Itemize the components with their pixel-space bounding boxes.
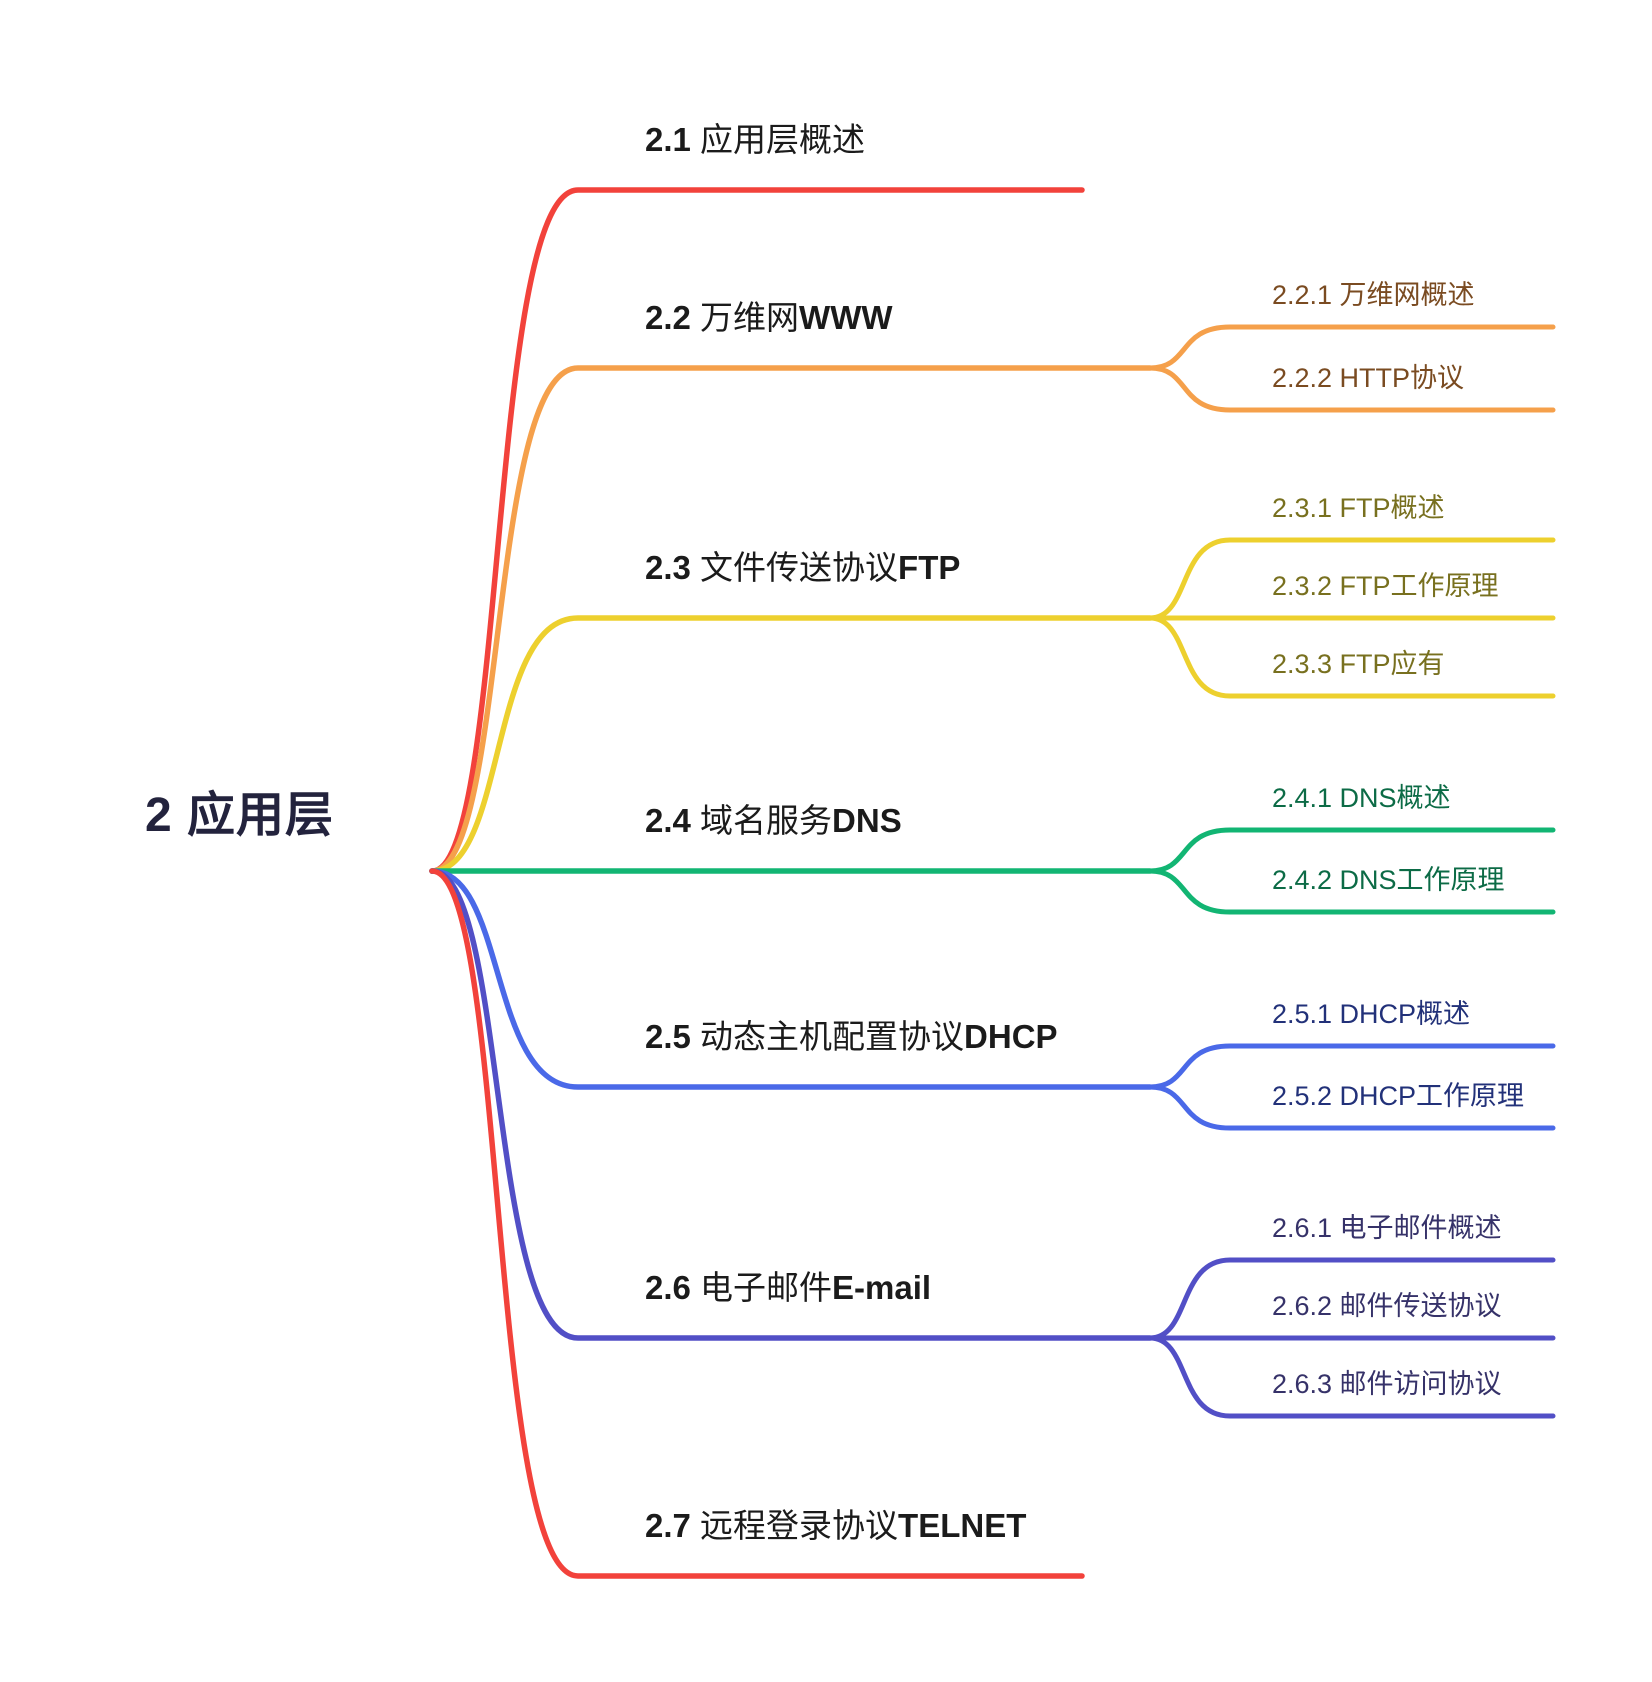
subtopic-line-2-5-2 [1147,1084,1556,1131]
subtopic-label-2-3-3[interactable]: 2.3.3 FTP应有 [1272,649,1445,679]
branch-acronym: TELNET [898,1507,1027,1544]
branch-line-2-6 [429,868,1153,1341]
subtopic-label-2-3-1[interactable]: 2.3.1 FTP概述 [1272,493,1445,523]
subtopic-label-2-6-3[interactable]: 2.6.3 邮件访问协议 [1272,1369,1502,1399]
branch-line-2-1 [429,187,1085,874]
branch-title: 域名服务 [690,802,833,839]
subtopic-line-2-6-3 [1147,1335,1556,1419]
branch-title: 动态主机配置协议 [690,1018,965,1055]
branch-line-2-5 [429,868,1153,1090]
branch-label-2-1[interactable]: 2.1 应用层概述 [645,118,865,162]
branch-label-2-2[interactable]: 2.2 万维网WWW [645,296,893,340]
branch-number: 2.5 [645,1018,691,1055]
branch-number: 2.2 [645,299,691,336]
branch-number: 2.6 [645,1269,691,1306]
branch-acronym: DNS [832,802,902,839]
subtopic-label-2-6-2[interactable]: 2.6.2 邮件传送协议 [1272,1291,1502,1321]
subtopic-label-2-5-1[interactable]: 2.5.1 DHCP概述 [1272,999,1471,1029]
branch-label-2-7[interactable]: 2.7 远程登录协议TELNET [645,1504,1026,1548]
subtopic-label-2-5-2[interactable]: 2.5.2 DHCP工作原理 [1272,1081,1525,1111]
subtopic-line-2-4-1 [1147,827,1556,874]
branch-title: 万维网 [690,299,800,336]
subtopic-line-2-2-2 [1147,365,1556,413]
subtopic-label-2-3-2[interactable]: 2.3.2 FTP工作原理 [1272,571,1499,601]
branch-title: 应用层概述 [690,121,866,158]
root-topic[interactable]: 2 应用层 [145,789,335,842]
subtopic-label-2-2-1[interactable]: 2.2.1 万维网概述 [1272,280,1475,310]
subtopic-line-2-6-1 [1147,1257,1556,1341]
branch-acronym: FTP [898,549,961,586]
subtopic-line-2-3-3 [1147,615,1556,699]
subtopic-line-2-4-2 [1147,868,1556,915]
subtopic-line-2-5-1 [1147,1043,1556,1090]
subtopic-label-2-4-1[interactable]: 2.4.1 DNS概述 [1272,783,1451,813]
branch-line-2-7 [429,868,1085,1579]
branch-title: 远程登录协议 [690,1507,899,1544]
branch-acronym: WWW [799,299,893,336]
branch-number: 2.1 [645,121,691,158]
subtopic-label-2-6-1[interactable]: 2.6.1 电子邮件概述 [1272,1213,1502,1243]
branch-label-2-6[interactable]: 2.6 电子邮件E-mail [645,1266,931,1310]
branch-label-2-3[interactable]: 2.3 文件传送协议FTP [645,546,960,590]
branch-label-2-4[interactable]: 2.4 域名服务DNS [645,799,902,843]
branch-acronym: DHCP [964,1018,1058,1055]
subtopic-line-2-2-1 [1147,324,1556,371]
branch-title: 电子邮件 [690,1269,833,1306]
subtopic-label-2-2-2[interactable]: 2.2.2 HTTP协议 [1272,363,1465,393]
branch-number: 2.4 [645,802,691,839]
subtopic-line-2-3-1 [1147,537,1556,621]
branch-line-2-2 [429,365,1153,874]
branch-number: 2.7 [645,1507,691,1544]
branch-acronym: E-mail [832,1269,932,1306]
branch-line-2-3 [429,615,1153,874]
branch-number: 2.3 [645,549,691,586]
branch-title: 文件传送协议 [690,549,899,586]
subtopic-label-2-4-2[interactable]: 2.4.2 DNS工作原理 [1272,865,1505,895]
branch-label-2-5[interactable]: 2.5 动态主机配置协议DHCP [645,1015,1058,1059]
